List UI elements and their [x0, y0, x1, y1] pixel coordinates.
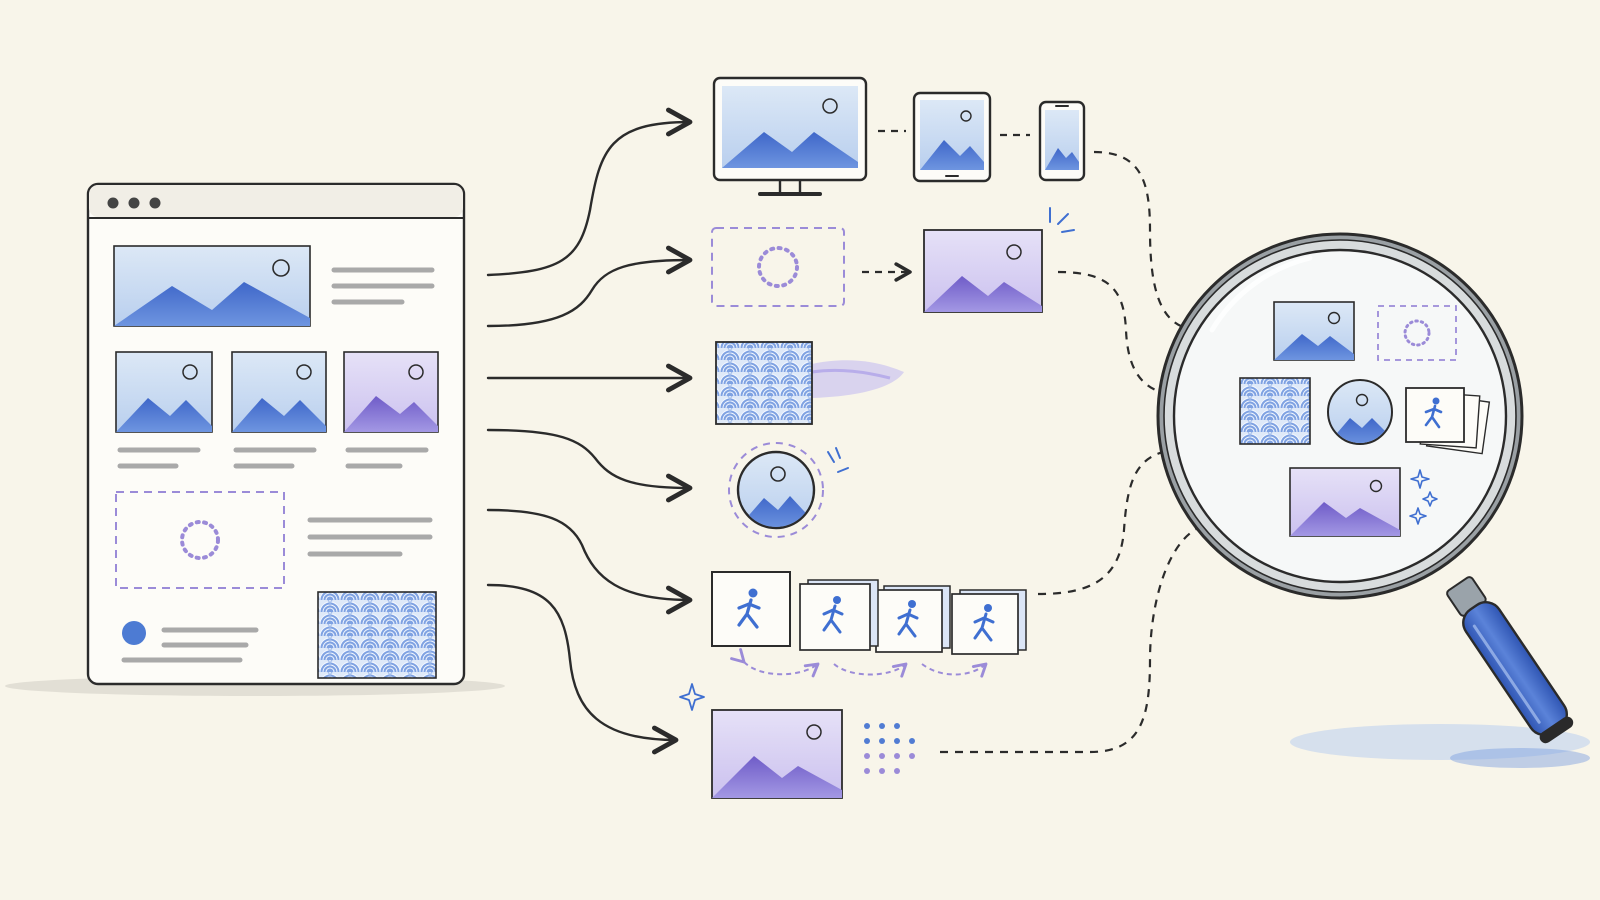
source-page-window: [86, 182, 466, 686]
dot-grid-icon: [864, 723, 915, 774]
tablet-icon: [912, 91, 992, 183]
load-burst-icon: [1049, 207, 1075, 233]
runner-icon: [897, 600, 919, 638]
window-dot: [128, 197, 140, 209]
thumbnail-image: [115, 351, 213, 433]
monitor-icon: [712, 76, 868, 196]
runner-icon: [1424, 397, 1443, 429]
pattern-tile-icon: [715, 341, 813, 425]
sparkle-icon: [1409, 469, 1438, 525]
window-controls: [107, 197, 161, 209]
pattern-tile-icon: [1239, 377, 1311, 445]
window-dot: [149, 197, 161, 209]
frame-cycle-arrows: [730, 648, 988, 678]
sparkle-icon: [679, 683, 705, 711]
phone-icon: [1038, 100, 1086, 182]
link-frames: [1037, 446, 1191, 596]
image-icon: [1273, 301, 1355, 361]
thumbnail-image-violet: [343, 351, 439, 433]
runner-icon: [973, 604, 995, 642]
placeholder-frame-icon: [711, 227, 845, 307]
compression-smear: [811, 360, 904, 398]
focus-burst-icon: [827, 447, 849, 473]
frame-card: [799, 579, 879, 651]
arrow-to-next-gen: [486, 583, 679, 755]
placeholder-frame-icon: [1377, 305, 1457, 361]
pipeline-arrows: [486, 107, 693, 755]
runner-card-stack-icon: [1405, 387, 1491, 455]
hero-text-lines: [331, 267, 435, 305]
window-dot: [107, 197, 119, 209]
round-image-icon: [1327, 379, 1393, 445]
avatar-text-lines: [121, 627, 259, 663]
link-next-gen: [940, 522, 1211, 754]
avatar: [122, 621, 146, 645]
arrow-to-responsive: [486, 107, 693, 277]
frame-card: [711, 571, 791, 647]
arrow-to-lazy: [486, 245, 693, 328]
hero-image: [113, 245, 311, 327]
magnifier-handle-shadow: [1290, 724, 1590, 768]
arrow-to-animation: [486, 508, 693, 615]
thumbnail-image: [231, 351, 327, 433]
link-lazy: [1057, 270, 1189, 398]
dashed-links: [940, 150, 1211, 754]
lazy-placeholder-frame: [115, 491, 285, 589]
thumbnail-caption-lines: [117, 447, 429, 469]
runner-icon: [737, 588, 761, 629]
loaded-image-icon: [923, 229, 1043, 313]
placeholder-text-lines: [307, 517, 433, 557]
link-devices: [1093, 150, 1201, 332]
animation-frames: [711, 571, 1027, 655]
magnifier-lens: [1156, 232, 1524, 600]
image-icon: [711, 709, 843, 799]
frame-card: [875, 585, 951, 653]
frame-card: [951, 589, 1027, 655]
runner-icon: [822, 596, 844, 634]
pattern-image: [317, 591, 437, 679]
magnifier-handle: [1446, 576, 1574, 744]
arrow-to-circular: [486, 428, 693, 503]
violet-image-icon: [1289, 467, 1401, 537]
round-image-icon: [728, 442, 824, 538]
